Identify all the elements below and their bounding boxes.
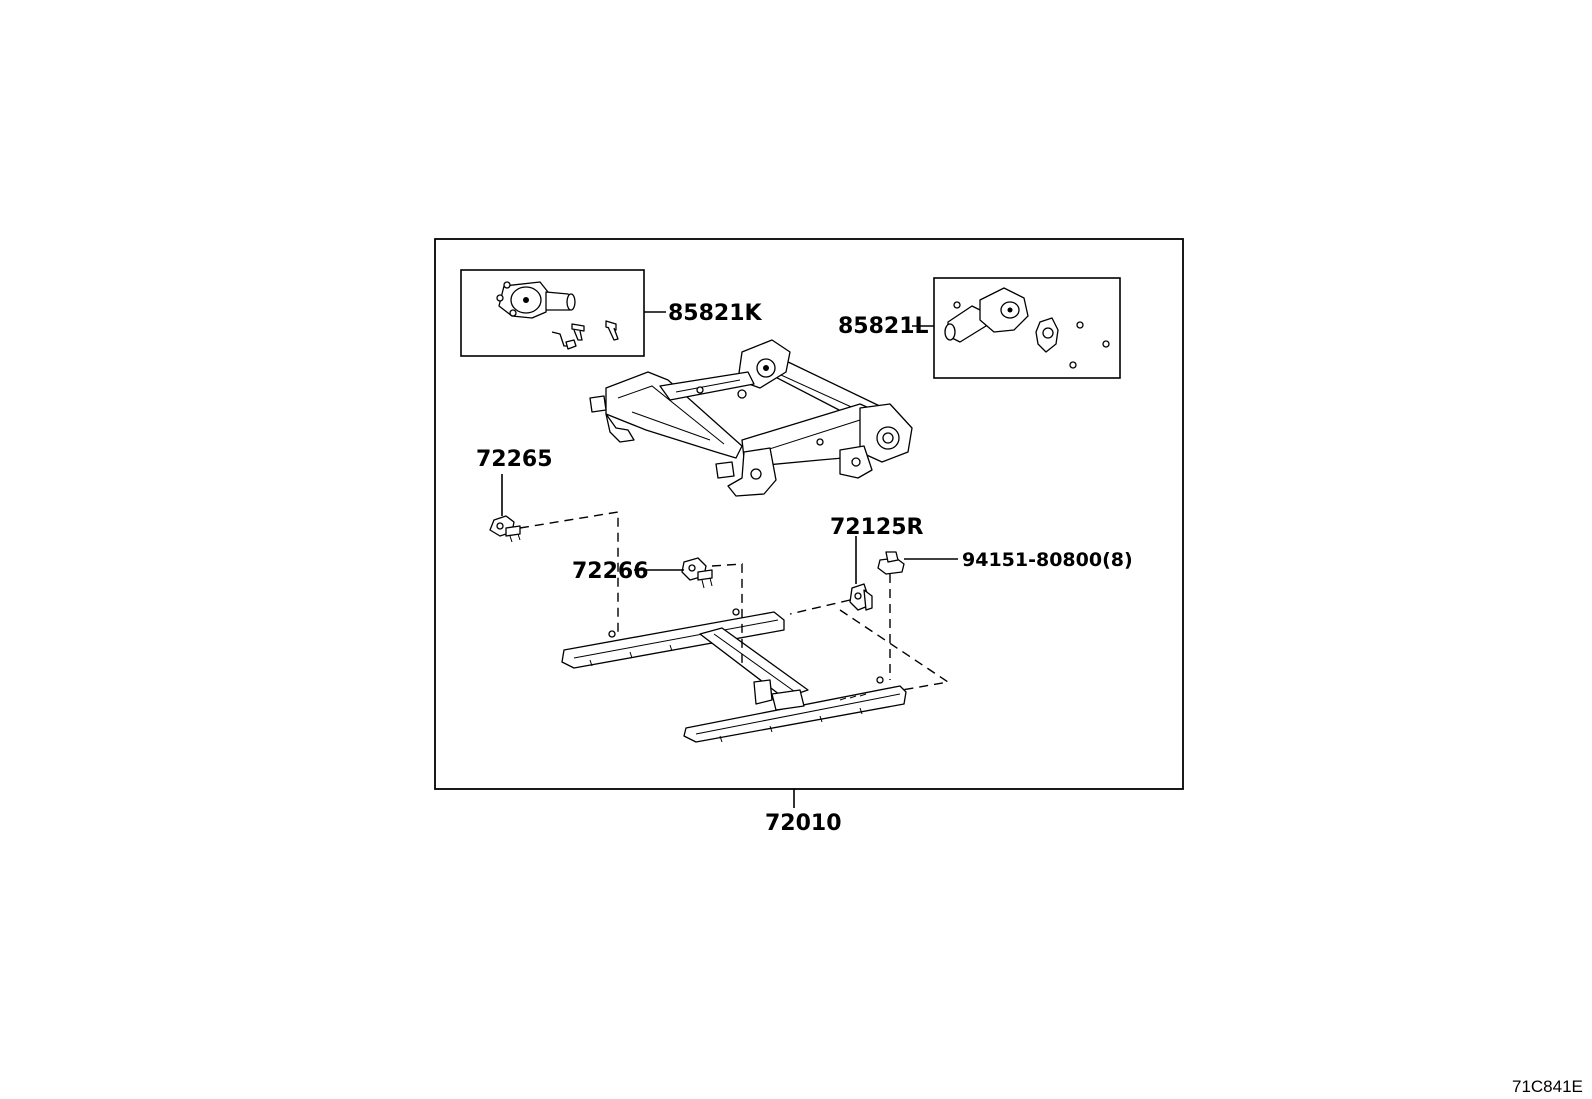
label-72125r: 72125R — [830, 515, 924, 540]
nut-illustration — [877, 551, 905, 575]
leader-lines — [501, 311, 958, 808]
part-72265-illustration — [489, 515, 521, 543]
seat-track-illustration — [561, 608, 907, 743]
label-motor-k: 85821K — [668, 301, 763, 326]
label-72265: 72265 — [476, 447, 553, 472]
label-assembly: 72010 — [765, 811, 842, 836]
label-motor-l: 85821L — [838, 314, 929, 339]
part-72266-illustration — [681, 557, 713, 589]
assembly-frame — [434, 238, 1184, 790]
motor-k-inset-box — [460, 269, 645, 357]
seat-frame-illustration — [589, 339, 913, 497]
motor-k-illustration — [496, 281, 619, 350]
label-bolt: 94151-80800(8) — [962, 549, 1133, 571]
part-72125r-illustration — [849, 583, 873, 611]
label-72266: 72266 — [572, 559, 649, 584]
motor-l-inset-box — [933, 277, 1121, 379]
motor-l-illustration — [944, 287, 1110, 369]
assembly-dashed-lines — [519, 511, 950, 691]
illustration-code: 71C841E — [1512, 1077, 1583, 1096]
